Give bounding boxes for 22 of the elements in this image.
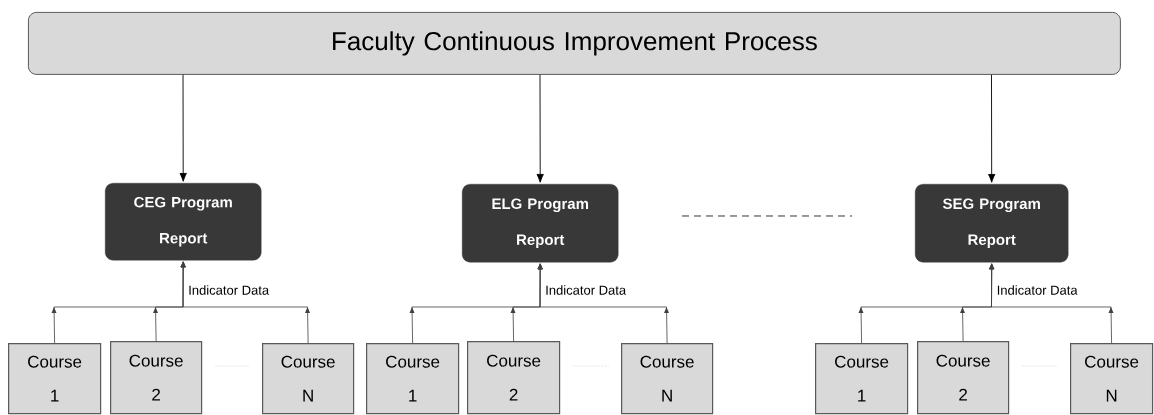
course-box: Course 1	[8, 343, 102, 415]
arrow	[180, 261, 310, 344]
arrow	[989, 263, 1114, 344]
course-box: Course N	[1070, 343, 1154, 415]
course-box: Course N	[621, 343, 714, 415]
course-box: Course N	[262, 343, 355, 415]
arrow	[179, 74, 187, 182]
report-box: CEG Program Report	[105, 183, 262, 261]
course-box: Course 2	[467, 341, 561, 415]
course-box: Course 1	[815, 343, 909, 415]
course-box: Course 1	[366, 343, 460, 415]
arrow	[988, 74, 996, 183]
arrow	[536, 74, 544, 183]
edge-label: Indicator Data	[997, 285, 1078, 295]
process-banner: Faculty Continuous Improvement Process	[28, 12, 1121, 75]
report-box: ELG Program Report	[462, 184, 619, 263]
edge-label: Indicator Data	[546, 285, 627, 295]
course-box: Course 2	[917, 341, 1010, 415]
edge-label: Indicator Data	[189, 285, 270, 295]
arrow	[537, 263, 669, 344]
course-box: Course 2	[110, 341, 203, 415]
report-box: SEG Program Report	[915, 184, 1069, 263]
